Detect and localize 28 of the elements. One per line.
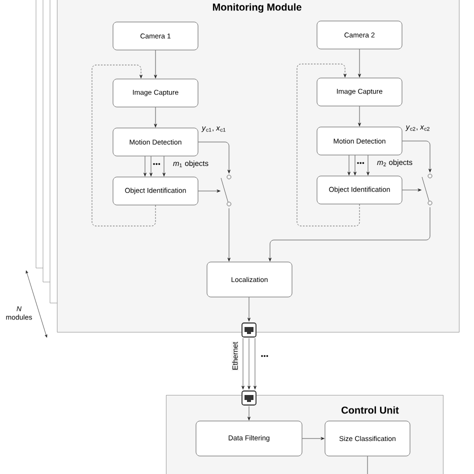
switch-symbol — [220, 174, 232, 206]
arrow — [248, 338, 250, 390]
arrow — [162, 156, 166, 176]
arrow — [254, 338, 256, 390]
arrow — [198, 190, 220, 192]
arrow — [302, 437, 324, 440]
arrow — [228, 208, 230, 262]
arrow — [402, 140, 432, 172]
arrow — [242, 338, 244, 390]
arrow — [154, 50, 157, 78]
arrow — [358, 106, 361, 126]
ethernet-port-icon — [242, 390, 256, 406]
switch-symbol — [422, 174, 432, 206]
arrow — [92, 64, 156, 226]
arrow — [358, 49, 361, 78]
arrow — [154, 107, 157, 128]
arrow — [402, 188, 422, 192]
arrow — [150, 156, 152, 176]
arrow — [354, 155, 356, 176]
arrow — [144, 156, 146, 176]
arrow — [268, 207, 430, 262]
ethernet-port-icon — [242, 322, 256, 338]
arrow — [296, 64, 360, 226]
arrow — [248, 297, 250, 322]
arrow — [366, 155, 370, 176]
arrow — [198, 142, 230, 174]
arrow — [348, 155, 350, 176]
arrow — [248, 406, 250, 420]
